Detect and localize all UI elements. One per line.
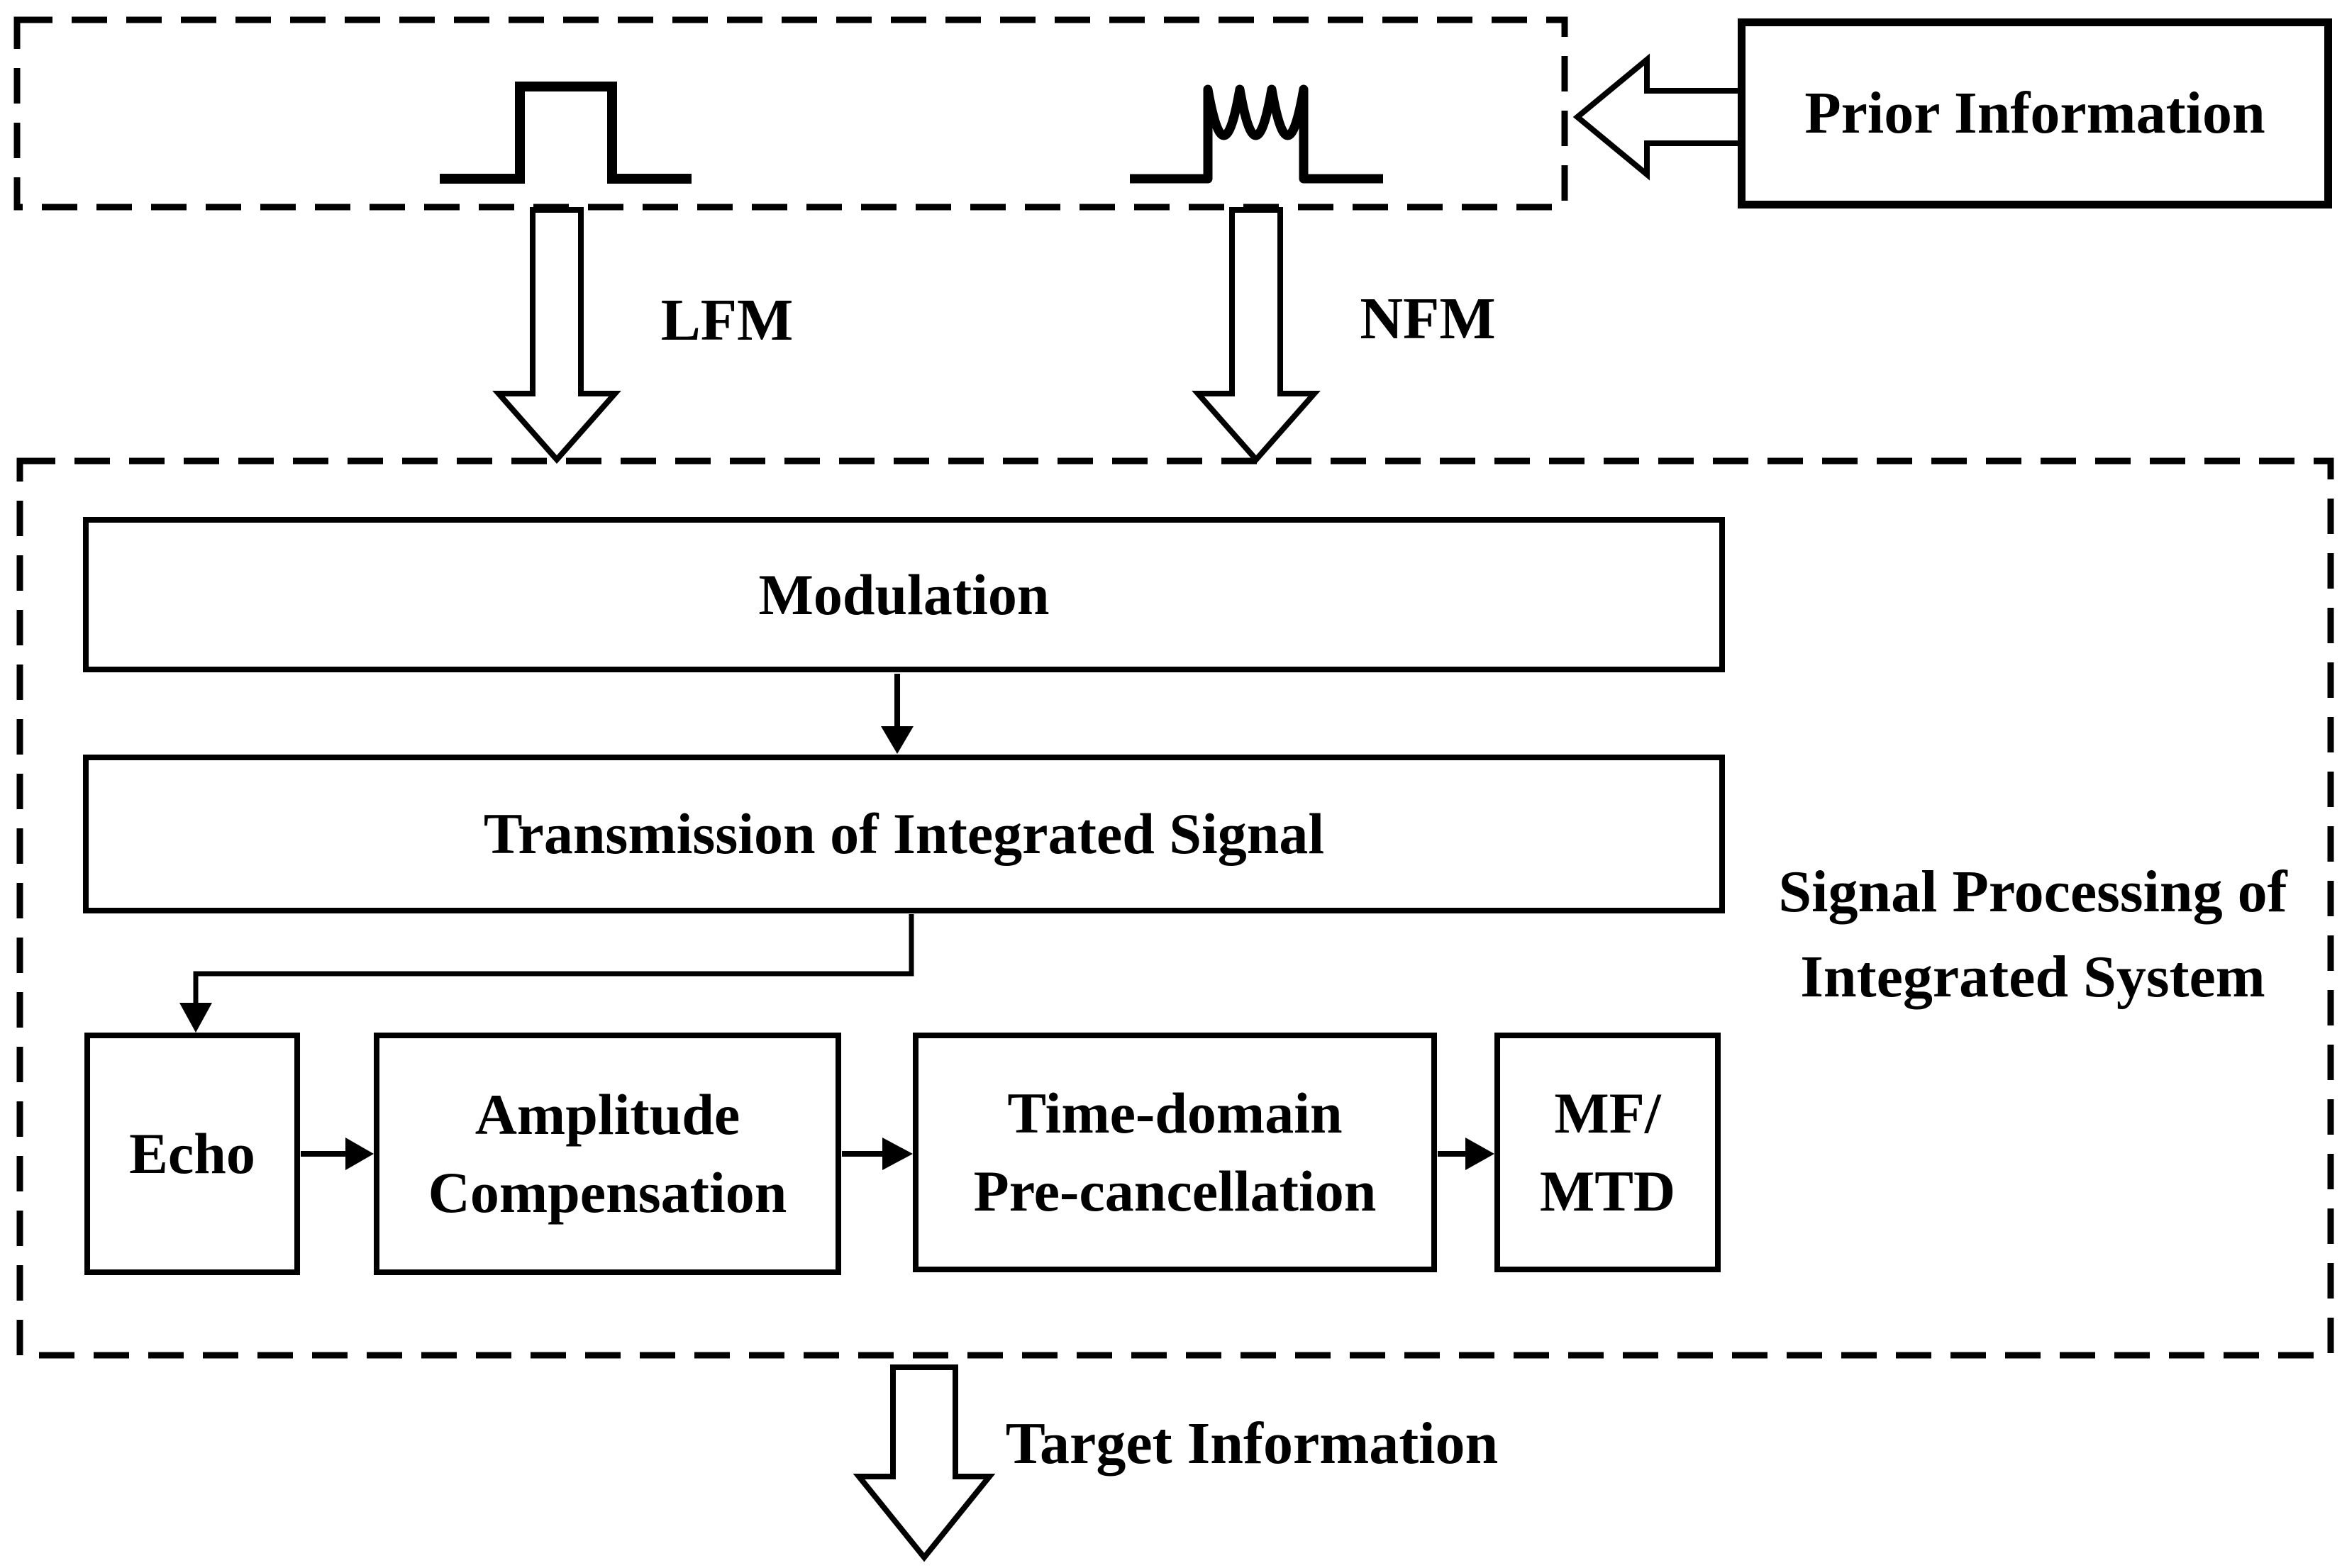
amplitude-compensation-box: Amplitude Compensation	[374, 1033, 841, 1275]
mf-mtd-box: MF/ MTD	[1494, 1033, 1721, 1272]
waveform-source-panel-border	[13, 16, 1568, 211]
transmission-to-echo-arrowhead	[179, 1003, 212, 1033]
time-domain-precancellation-box: Time-domain Pre-cancellation	[913, 1033, 1437, 1272]
amplitude-compensation-label: Amplitude Compensation	[428, 1082, 787, 1225]
amplitude-to-timedomain-arrowhead	[882, 1138, 913, 1170]
nfm-arrow-caption-text: NFM	[1360, 286, 1496, 352]
echo-to-amplitude-arrowhead	[345, 1138, 374, 1170]
lfm-down-arrow	[492, 207, 621, 465]
mf-mtd-label: MF/ MTD	[1539, 1081, 1676, 1223]
time-domain-precancellation-label: Time-domain Pre-cancellation	[973, 1081, 1377, 1223]
rect-pulse-icon	[440, 82, 692, 184]
target-information-caption: Target Information	[993, 1401, 1511, 1486]
modulation-to-transmission-arrowhead	[881, 726, 914, 754]
prior-information-box: Prior Information	[1738, 18, 2332, 208]
signal-processing-panel-border	[16, 457, 2334, 1359]
signal-processing-side-label-text: Signal Processing of Integrated System	[1778, 859, 2287, 1010]
lfm-arrow-caption: LFM	[642, 278, 812, 363]
target-information-arrow	[853, 1364, 996, 1562]
nfm-down-arrow	[1192, 207, 1321, 465]
transmission-label: Transmission of Integrated Signal	[483, 801, 1325, 866]
modulation-label: Modulation	[758, 562, 1050, 627]
modulated-pulse-icon	[1130, 84, 1383, 184]
echo-label: Echo	[129, 1121, 255, 1186]
nfm-arrow-caption: NFM	[1343, 277, 1513, 362]
target-information-caption-text: Target Information	[1005, 1411, 1499, 1477]
echo-box: Echo	[84, 1033, 300, 1275]
lfm-arrow-caption-text: LFM	[660, 287, 794, 353]
prior-information-arrow	[1572, 53, 1746, 181]
timedomain-to-mfmtd-arrowhead	[1465, 1138, 1494, 1170]
prior-information-label: Prior Information	[1804, 80, 2265, 146]
transmission-box: Transmission of Integrated Signal	[83, 755, 1725, 913]
signal-processing-side-label: Signal Processing of Integrated System	[1728, 835, 2338, 1034]
modulation-box: Modulation	[83, 517, 1725, 672]
transmission-to-echo-connector	[193, 914, 914, 1003]
